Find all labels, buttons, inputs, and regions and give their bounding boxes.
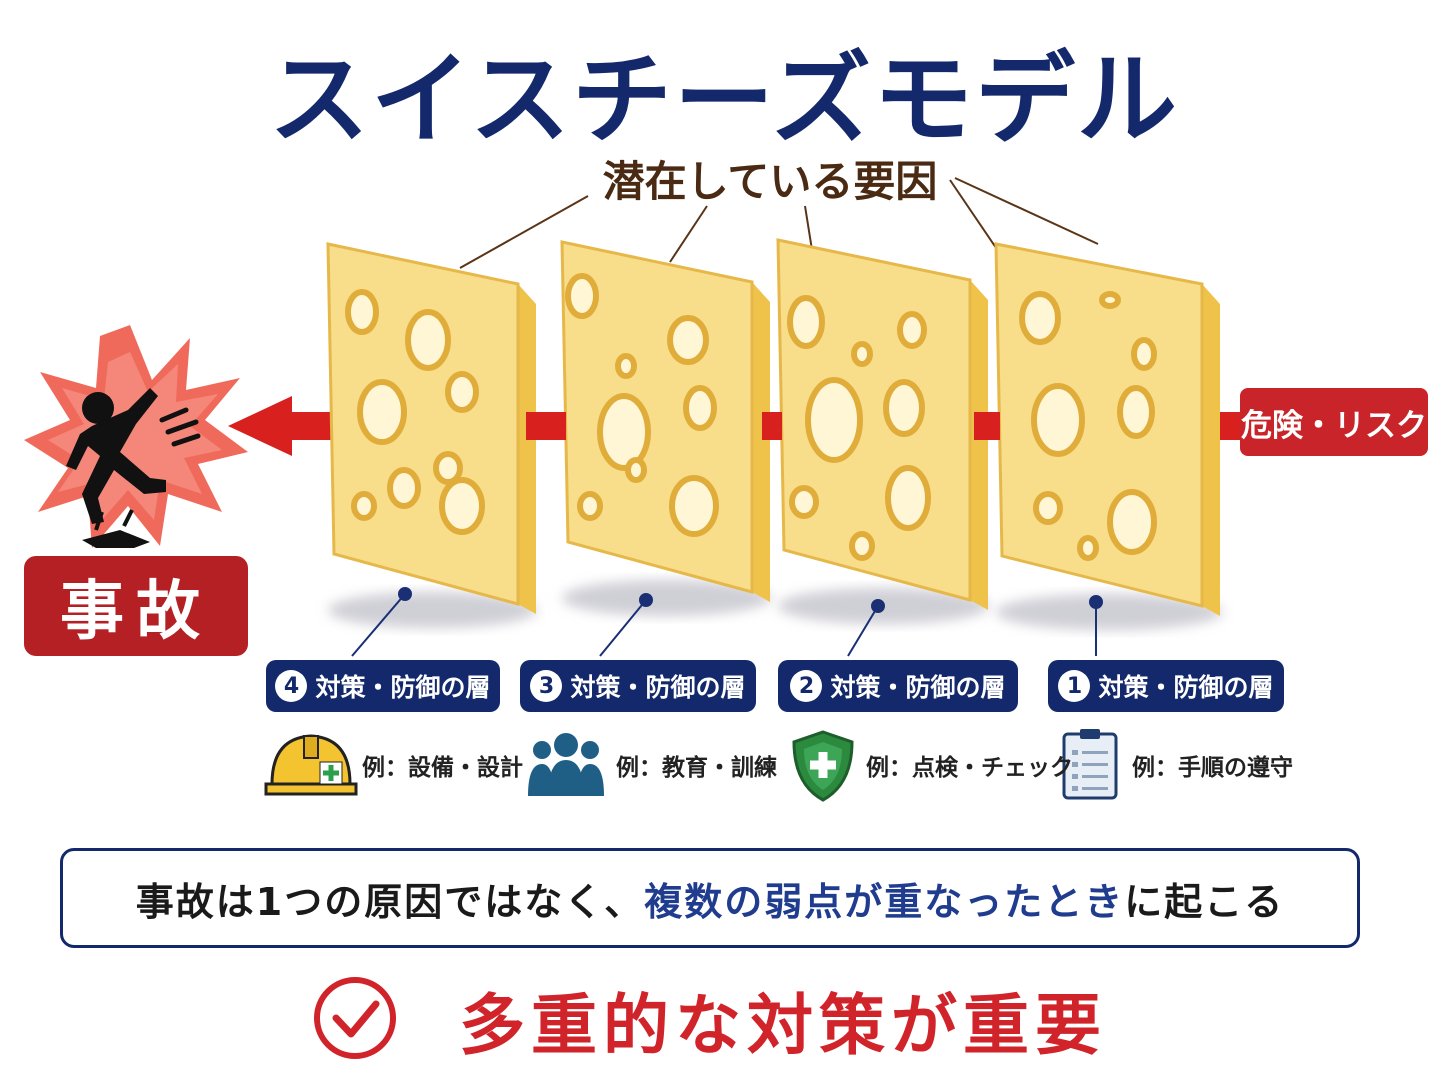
cheese-side bbox=[518, 284, 536, 614]
conclusion: 多重的な対策が重要 bbox=[300, 975, 1160, 1065]
arrow-through-holes bbox=[526, 412, 1000, 440]
cheese-hole bbox=[1099, 291, 1121, 309]
cheese-hole bbox=[439, 477, 485, 535]
cheese-hole bbox=[1019, 291, 1061, 345]
cheese-hole bbox=[851, 341, 873, 367]
cheese-hole bbox=[1117, 385, 1155, 439]
cheese-hole bbox=[357, 379, 407, 445]
layer-text: 対策・防御の層 bbox=[315, 673, 491, 702]
example-text-2: 例：点検・チェック bbox=[866, 755, 1073, 781]
cheese-hole bbox=[883, 379, 925, 437]
falling-person-icon bbox=[66, 388, 201, 548]
cheese-slice-4 bbox=[326, 242, 537, 628]
cheese-hole bbox=[387, 467, 421, 509]
cheese-hole bbox=[615, 353, 637, 379]
hard-hat-icon bbox=[264, 734, 358, 796]
cheese-hole bbox=[897, 311, 927, 349]
cheese-hole bbox=[565, 273, 599, 319]
layer-label-1: 1 対策・防御の層 bbox=[1048, 660, 1284, 712]
cheese-hole bbox=[849, 531, 875, 561]
cheese-side bbox=[752, 282, 770, 602]
cheese-hole bbox=[577, 491, 603, 521]
cheese-hole bbox=[683, 385, 717, 431]
cheese-hole bbox=[1031, 383, 1085, 457]
cheese-slice-3 bbox=[560, 240, 771, 616]
cheese-hole bbox=[1033, 491, 1063, 525]
layer-label-2: 2 対策・防御の層 bbox=[778, 660, 1018, 712]
accident-label: 事故 bbox=[24, 556, 248, 656]
cheese-slice-1 bbox=[994, 242, 1223, 630]
layer-label-4: 4 対策・防御の層 bbox=[266, 660, 500, 712]
conclusion-text: 多重的な対策が重要 bbox=[459, 987, 1107, 1064]
check-circle-icon bbox=[314, 977, 396, 1059]
latent-factors-label: 潜在している要因 bbox=[602, 157, 938, 206]
risk-arrow-head bbox=[228, 396, 292, 456]
layer-text: 対策・防御の層 bbox=[1098, 673, 1274, 702]
layer-number: 2 bbox=[790, 670, 823, 702]
cheese-hole bbox=[885, 465, 931, 531]
cheese-hole bbox=[1077, 535, 1099, 561]
key-message-box: 事故は1つの原因ではなく、複数の弱点が重なったときに起こる bbox=[60, 848, 1360, 948]
cheese-hole bbox=[669, 475, 719, 537]
message-part1: 事故は1つの原因ではなく、 bbox=[135, 879, 645, 924]
people-icon bbox=[528, 733, 604, 796]
cheese-slices bbox=[326, 238, 1223, 630]
message-part2: に起こる bbox=[1124, 879, 1285, 924]
example-text-4: 例：設備・設計 bbox=[362, 755, 523, 781]
layer-label-3: 3 対策・防御の層 bbox=[520, 660, 756, 712]
cheese-hole bbox=[351, 491, 377, 521]
cheese-shadow bbox=[562, 580, 771, 616]
cheese-hole bbox=[625, 457, 647, 483]
layer-number: 1 bbox=[1058, 670, 1091, 702]
check-icon-placeholder bbox=[353, 982, 429, 1058]
cheese-hole bbox=[805, 377, 863, 463]
cheese-hole bbox=[667, 315, 709, 365]
accident-burst bbox=[24, 325, 248, 548]
cheese-hole bbox=[345, 289, 379, 335]
example-text-3: 例：教育・訓練 bbox=[616, 755, 777, 781]
cheese-side bbox=[970, 280, 988, 610]
example-text-1: 例：手順の遵守 bbox=[1132, 755, 1293, 781]
cheese-hole bbox=[789, 485, 819, 519]
cheese-side bbox=[1202, 284, 1220, 616]
cheese-slice-2 bbox=[776, 238, 990, 624]
cheese-hole bbox=[405, 309, 451, 371]
cheese-hole bbox=[433, 451, 463, 485]
layer-number: 3 bbox=[530, 670, 563, 702]
cheese-hole bbox=[597, 393, 651, 471]
page-title: スイスチーズモデル bbox=[269, 41, 1179, 158]
layer-number: 4 bbox=[275, 670, 308, 702]
cheese-shadow bbox=[328, 592, 537, 628]
cheese-hole bbox=[787, 295, 825, 349]
clipboard-icon bbox=[1062, 729, 1118, 800]
layer-connectors bbox=[351, 587, 1103, 657]
message-highlight: 複数の弱点が重なったとき bbox=[644, 879, 1125, 924]
danger-risk-label: 危険・リスク bbox=[1240, 388, 1428, 456]
layer-text: 対策・防御の層 bbox=[570, 673, 746, 702]
cheese-hole bbox=[1107, 489, 1157, 555]
cheese-shadow bbox=[996, 594, 1223, 630]
shield-cross-icon bbox=[792, 730, 854, 802]
layer-text: 対策・防御の層 bbox=[830, 673, 1006, 702]
cheese-hole bbox=[1131, 337, 1157, 371]
cheese-hole bbox=[445, 371, 479, 413]
